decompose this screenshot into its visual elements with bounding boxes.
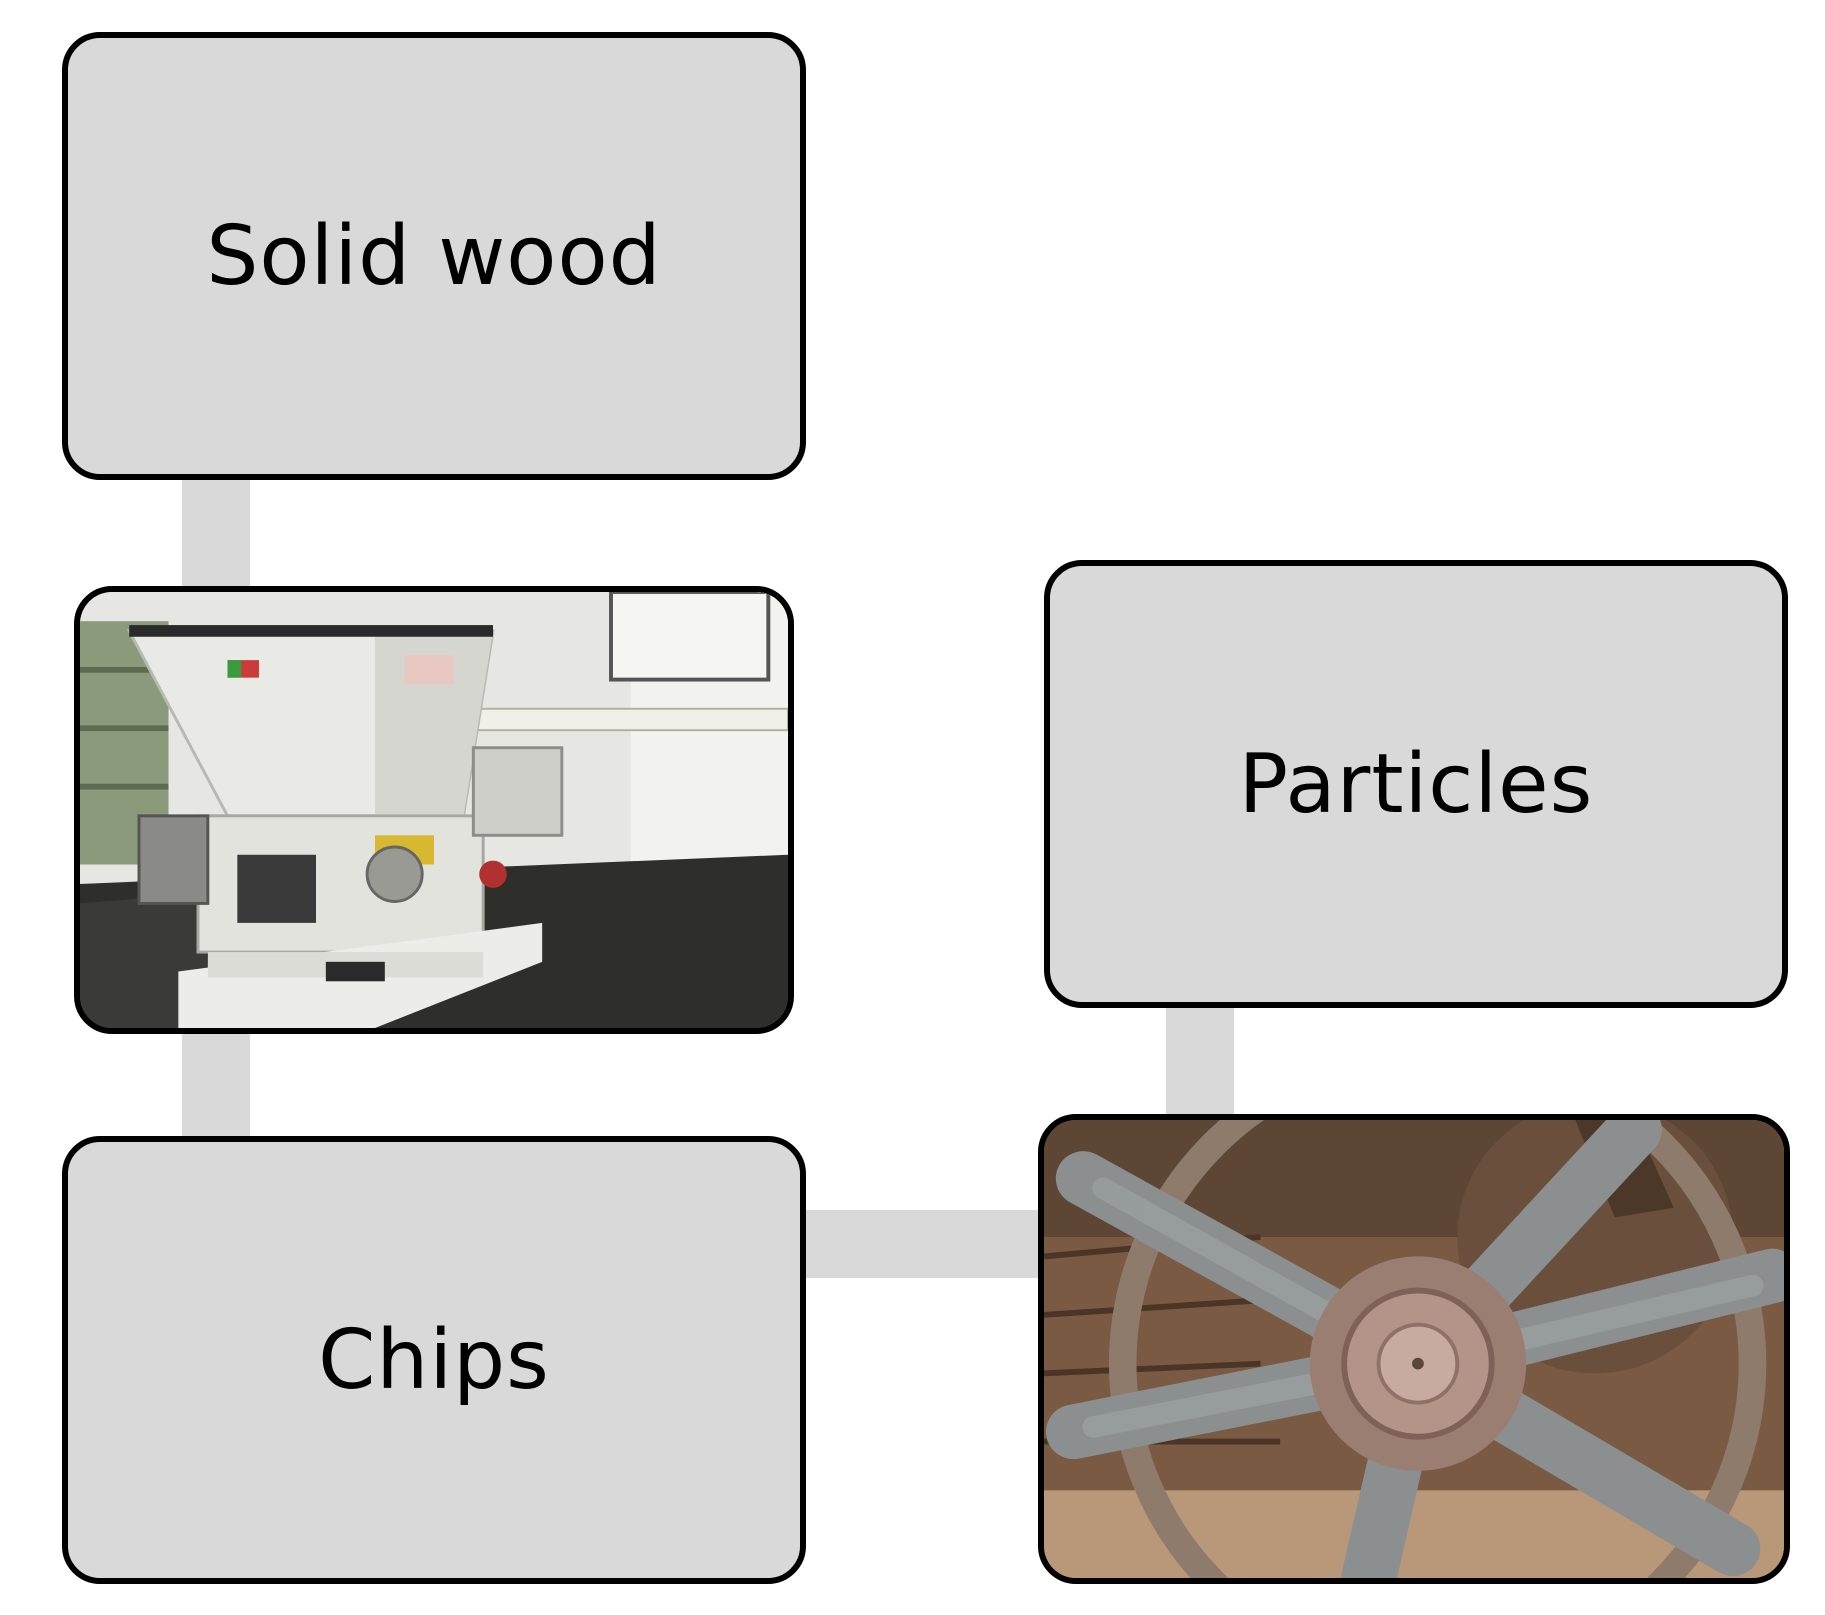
knife-ring-flaker-photo (1038, 1114, 1790, 1584)
knife-ring-flaker-icon (1044, 1120, 1784, 1578)
connector-flaker-to-particles (1166, 1005, 1234, 1130)
node-chips: Chips (62, 1136, 806, 1584)
connector-chips-to-flaker (800, 1210, 1050, 1278)
chipper-machine-photo (74, 586, 794, 1034)
node-label-solid-wood: Solid wood (206, 208, 662, 304)
node-particles: Particles (1044, 560, 1788, 1008)
node-solid-wood: Solid wood (62, 32, 806, 480)
connector-chipper-to-chips (182, 1030, 250, 1140)
node-label-chips: Chips (318, 1312, 550, 1408)
chipper-machine-icon (80, 592, 788, 1028)
connector-solid-wood-to-chipper (182, 476, 250, 596)
node-label-particles: Particles (1238, 736, 1594, 832)
